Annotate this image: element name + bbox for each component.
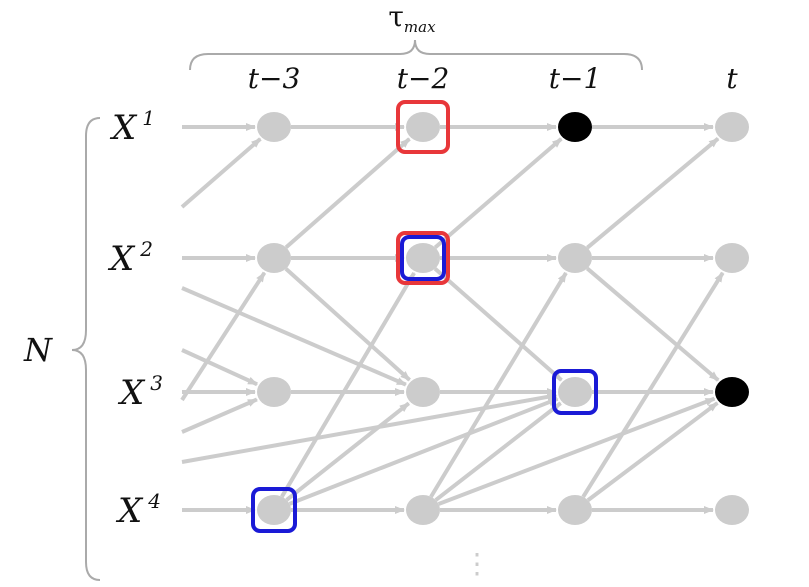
variable-superscript: 1 xyxy=(142,106,155,130)
time-label-t-3: t−3 xyxy=(248,62,301,95)
edge-arrow xyxy=(585,266,720,382)
edge-arrow-incoming xyxy=(181,392,558,464)
node-x2-t xyxy=(715,243,749,273)
node-x3-t-2 xyxy=(406,377,440,407)
time-label-t-2: t−2 xyxy=(397,62,450,95)
highlight-boxes xyxy=(251,100,598,533)
node-x1-t-3 xyxy=(257,112,291,142)
edge-arrow xyxy=(586,401,719,502)
node-x2-t-1 xyxy=(558,243,592,273)
edge-arrow xyxy=(429,271,568,498)
condition-highlight-box-x3-t-1 xyxy=(552,369,598,415)
node-x1-t xyxy=(715,112,749,142)
edge-arrow xyxy=(434,401,562,502)
edge-arrow xyxy=(288,396,559,506)
variable-base: X xyxy=(115,491,144,531)
time-labels: t−3 t−2 t−1 t xyxy=(248,62,739,95)
node-x4-t xyxy=(715,495,749,525)
node-x1-t-1-target xyxy=(558,112,592,142)
variable-superscript: 4 xyxy=(147,489,161,513)
edge-arrow xyxy=(284,267,411,382)
ellipsis: ⋮ xyxy=(463,547,491,580)
variable-base: X xyxy=(107,239,136,279)
edge-arrow xyxy=(437,396,716,506)
variable-superscript: 2 xyxy=(139,237,153,261)
parent-highlight-box-x1-t-2 xyxy=(396,100,450,154)
edge-arrow xyxy=(433,137,563,250)
time-label-t-1: t−1 xyxy=(549,62,602,95)
nodes xyxy=(257,112,749,525)
edge-arrow xyxy=(284,137,411,249)
condition-highlight-box-x4-t-3 xyxy=(251,487,297,533)
node-x3-t-target xyxy=(715,377,749,407)
edge-arrow xyxy=(285,401,411,502)
edge-arrow xyxy=(586,137,720,250)
node-x2-t-3 xyxy=(257,243,291,273)
edge-arrow-incoming xyxy=(181,397,258,434)
node-x3-t-1 xyxy=(558,377,592,407)
node-x4-t-3 xyxy=(257,495,291,525)
node-x4-t-2 xyxy=(406,495,440,525)
tau-max-brace xyxy=(189,39,643,71)
n-brace xyxy=(71,117,101,581)
variable-base: X xyxy=(117,373,146,413)
n-label: N xyxy=(23,331,53,369)
edge-arrow-incoming xyxy=(181,286,407,387)
parent-highlight-box-x2-t-2 xyxy=(396,231,450,285)
node-x4-t-1 xyxy=(558,495,592,525)
time-label-t: t xyxy=(726,62,738,95)
edge-arrow-incoming xyxy=(180,271,267,402)
edge-arrow xyxy=(581,271,725,498)
edges xyxy=(180,123,725,514)
edge-arrow xyxy=(433,267,563,382)
node-x3-t-3 xyxy=(257,377,291,407)
edge-arrow xyxy=(280,272,416,498)
node-x1-t-2 xyxy=(406,112,440,142)
condition-highlight-box-x2-t-2 xyxy=(400,235,446,281)
tau-max-label: τmax xyxy=(388,0,436,36)
node-x2-t-2 xyxy=(406,243,440,273)
edge-arrow-incoming xyxy=(180,137,262,209)
variable-base: X xyxy=(109,108,138,148)
variable-superscript: 3 xyxy=(150,371,163,395)
edge-arrow-incoming xyxy=(181,348,258,387)
